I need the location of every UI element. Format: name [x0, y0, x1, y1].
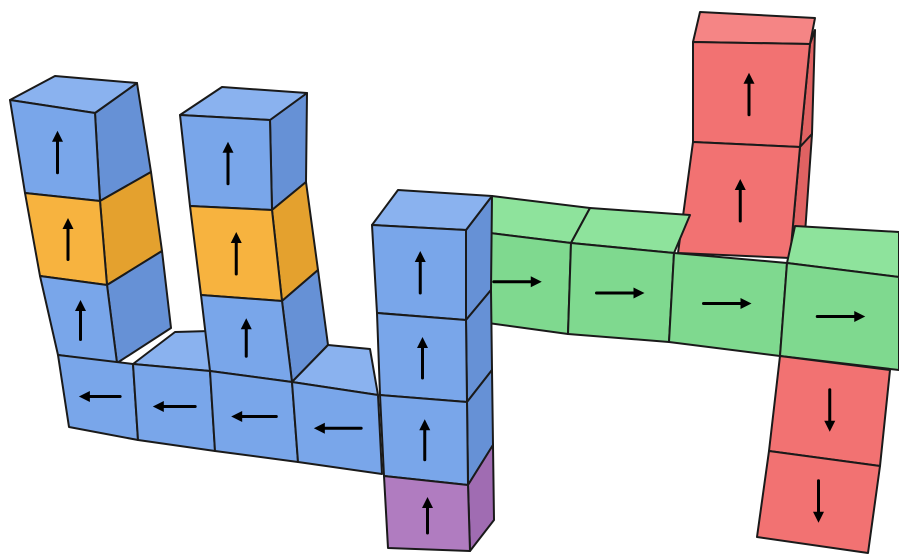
cube-bottom-row-2	[132, 330, 216, 452]
arrow-up-icon	[52, 130, 63, 175]
cube-left-col-1-mid	[24, 171, 163, 286]
arrow-up-icon	[417, 337, 428, 380]
arrow-down-icon	[824, 388, 836, 432]
arrow-up-icon	[419, 419, 431, 462]
cube-green-row-2	[567, 207, 691, 343]
arrow-left-icon	[78, 391, 122, 402]
cube-left-col-1-low	[39, 250, 172, 364]
cube-front-face	[24, 192, 108, 286]
arrow-down-icon	[813, 479, 824, 523]
arrow-left-icon	[313, 422, 363, 434]
arrow-up-icon	[734, 179, 746, 223]
cube-center-col-top	[371, 189, 493, 321]
arrow-right-icon	[492, 276, 542, 288]
arrow-right-icon	[815, 311, 866, 322]
cube-red-drop-1	[768, 355, 891, 467]
cube-front-face	[9, 99, 101, 202]
cube-red-tower-top	[692, 11, 816, 148]
cubes-layer	[9, 11, 899, 554]
cube-center-col-base	[383, 444, 495, 552]
arrow-up-icon	[743, 72, 755, 117]
arrow-up-icon	[222, 141, 234, 186]
arrow-right-icon	[702, 298, 752, 309]
cube-bottom-row-3	[209, 370, 299, 463]
cube-red-drop-2	[756, 450, 881, 554]
cube-front-face	[39, 275, 118, 364]
cube-front-face	[179, 114, 273, 211]
arrow-up-icon	[240, 318, 252, 358]
cube-green-row-4	[779, 225, 899, 371]
arrow-up-icon	[62, 218, 74, 261]
cube-left-col-2-top	[179, 86, 308, 211]
arrow-up-icon	[230, 232, 242, 276]
arrow-up-icon	[75, 300, 86, 341]
cube-left-col-1-top	[9, 75, 152, 202]
arrow-up-icon	[414, 251, 426, 295]
cube-top-face	[692, 11, 816, 45]
cube-green-row-3	[668, 252, 788, 357]
arrow-left-icon	[152, 401, 197, 412]
arrow-up-icon	[422, 497, 433, 535]
arrow-left-icon	[231, 411, 278, 422]
cube-front-face	[692, 41, 811, 148]
cube-bottom-row-4	[291, 344, 383, 475]
cube-bottom-row-1	[57, 354, 139, 441]
arrow-right-icon	[595, 287, 645, 299]
